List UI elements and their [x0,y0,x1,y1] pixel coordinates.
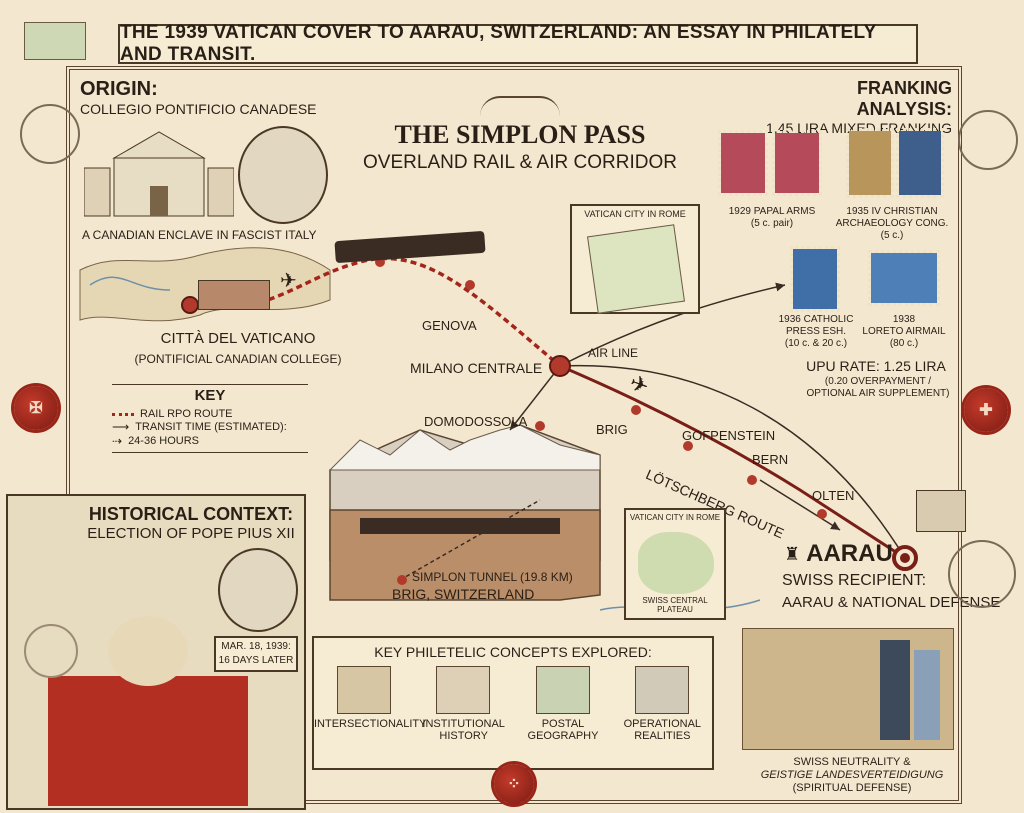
wax-seal-left: ✠ [14,386,58,430]
label-brig: BRIG [596,422,628,437]
upu-rate: UPU RATE: 1.25 LIRA [806,358,946,374]
label-domodossola: DOMODOSSOLA [424,414,528,429]
inset-vatican-map: VATICAN CITY IN ROME [570,204,700,314]
label-bern: BERN [752,452,789,467]
arrow-icon: ⟶ [112,420,130,434]
aarau-caption-3: (SPIRITUAL DEFENSE) [792,782,912,794]
date-box: MAR. 18, 1939: 16 DAYS LATER [214,636,298,672]
label-milano: MILANO CENTRALE [410,360,543,376]
stamp-caption-1: 1929 PAPAL ARMS (5 c. pair) [728,206,816,229]
banner-title: THE 1939 VATICAN COVER TO AARAU, SWITZER… [120,22,877,65]
postmark-top-left [20,104,80,164]
concept-2: INSTITUTIONAL HISTORY [422,718,505,742]
church-icon [916,490,966,532]
aarau-section: ♜ AARAU [784,540,893,568]
stamp-caption-3: 1936 CATHOLIC PRESS ESH. (10 c. & 20 c.) [778,314,854,349]
origin-city-sub: (PONTIFICIAL CANADIAN COLLEGE) [134,352,342,366]
aarau-caption-1: SWISS NEUTRALITY & [793,756,911,768]
truck-plane-icon [635,666,690,714]
postmark-top-right [958,110,1018,170]
biplane-icon: ✈ [280,270,297,292]
label-olten: OLTEN [812,488,855,503]
franking-heading: FRANKING ANALYSIS: [856,78,952,119]
stamp-archaeology-1 [846,128,894,198]
historical-subheading: ELECTION OF POPE PIUS XII [87,525,295,542]
stamp-caption-2: 1935 IV CHRISTIAN ARCHAEOLOGY CONG. (5 c… [835,206,949,241]
wax-seal-right: ✚ [964,388,1008,432]
key-item-rail: RAIL RPO ROUTE [112,408,308,420]
aarau-caption: SWISS NEUTRALITY & GEISTIGE LANDESVERTEI… [742,756,962,795]
stamp-caption-4: 1938 LORETO AIRMAIL (80 c.) [862,314,946,349]
postmark-bottom-left [24,624,78,678]
stamp-loreto-airmail [868,250,940,306]
key-item-hours: ⇢ 24-36 HOURS [112,434,199,448]
swiss-map-icon [638,532,714,594]
origin-city: CITTÀ DEL VATICANO [160,330,316,347]
college-building-icon [84,131,234,217]
concepts-panel: KEY PHILETELIC CONCEPTS EXPLORED: INTERS… [312,636,714,770]
vatican-plan-icon [587,224,685,314]
world-map-icon [535,666,590,714]
stamp-papal-arms-2 [772,130,822,196]
label-gofpenstein: GOFPENSTEIN [682,428,776,443]
historical-heading-block: HISTORICAL CONTEXT: ELECTION OF POPE PIU… [76,504,306,542]
label-genova: GENOVA [422,318,477,333]
stamp-catholic-press [790,246,840,312]
title-banner: THE 1939 VATICAN COVER TO AARAU, SWITZER… [118,22,918,65]
key-item-transit: ⟶ TRANSIT TIME (ESTIMATED): [112,420,287,434]
inset-swiss-title: VATICAN CITY IN ROME [629,513,721,522]
figure-man-icon [880,640,910,740]
key-legend: KEY RAIL RPO ROUTE ⟶ TRANSIT TIME (ESTIM… [112,384,308,453]
upu-note: (0.20 OVERPAYMENT / OPTIONAL AIR SUPPLEM… [806,376,950,399]
aarau-line1: SWISS RECIPIENT: [782,572,927,589]
portrait-medallion-icon [238,126,328,224]
inset-vatican-title: VATICAN CITY IN ROME [584,209,686,219]
institution-icon [436,666,491,714]
historical-heading: HISTORICAL CONTEXT: [88,504,294,524]
concepts-icons [314,666,712,714]
center-title-line2: OVERLAND RAIL & AIR CORRIDOR [363,152,677,173]
stamp-archaeology-2 [896,128,944,198]
lantern-icon: ♜ [784,543,801,564]
concepts-labels: INTERSECTIONALITY INSTITUTIONAL HISTORY … [314,718,712,742]
label-air-line: AIR LINE [588,346,639,360]
postmark-aarau [948,540,1016,608]
label-brig-switzerland: BRIG, SWITZERLAND [392,586,535,602]
coronation-robe-illustration [48,676,248,806]
key-heading: KEY [194,387,226,404]
concept-4: OPERATIONAL REALITIES [623,718,702,742]
origin-caption: A CANADIAN ENCLAVE IN FASCIST ITALY [82,228,317,242]
vatican-building-icon [198,280,270,310]
origin-subheading: COLLEGIO PONTIFICIO CANADESE [80,101,317,117]
dashed-arrow-icon: ⇢ [112,434,123,448]
stamp-papal-arms-1 [718,130,768,196]
label-simplon-tunnel: SIMPLON TUNNEL (19.8 km) [412,570,573,584]
pope-figure-icon [108,616,188,686]
map-thumbnail-icon [24,22,86,60]
figure-woman-icon [914,650,940,740]
concept-3: POSTAL GEOGRAPHY [527,718,599,742]
wax-seal-bottom: ⁘ [494,764,534,804]
aarau-caption-2: GEISTIGE LANDESVERTEIDIGUNG [760,769,944,781]
aarau-name: AARAU [806,540,893,567]
inset-swiss-map: VATICAN CITY IN ROME SWISS CENTRAL PLATE… [624,508,726,620]
concept-1: INTERSECTIONALITY [314,718,427,730]
dotted-line-icon [112,412,134,416]
center-title: THE SIMPLON PASS OVERLAND RAIL & AIR COR… [360,120,680,174]
inset-swiss-caption: SWISS CENTRAL PLATEAU [642,596,708,614]
ornament-icon [480,96,560,116]
concepts-heading: KEY PHILETELIC CONCEPTS EXPLORED: [374,644,652,660]
pius-portrait-icon [218,548,298,632]
origin-heading: ORIGIN: [80,78,158,100]
intersectionality-icon [336,666,391,714]
center-title-line1: THE SIMPLON PASS [394,120,646,149]
aarau-line2: AARAU & NATIONAL DEFENSE [782,594,1001,611]
origin-section: ORIGIN: COLLEGIO PONTIFICIO CANADESE [80,78,317,117]
